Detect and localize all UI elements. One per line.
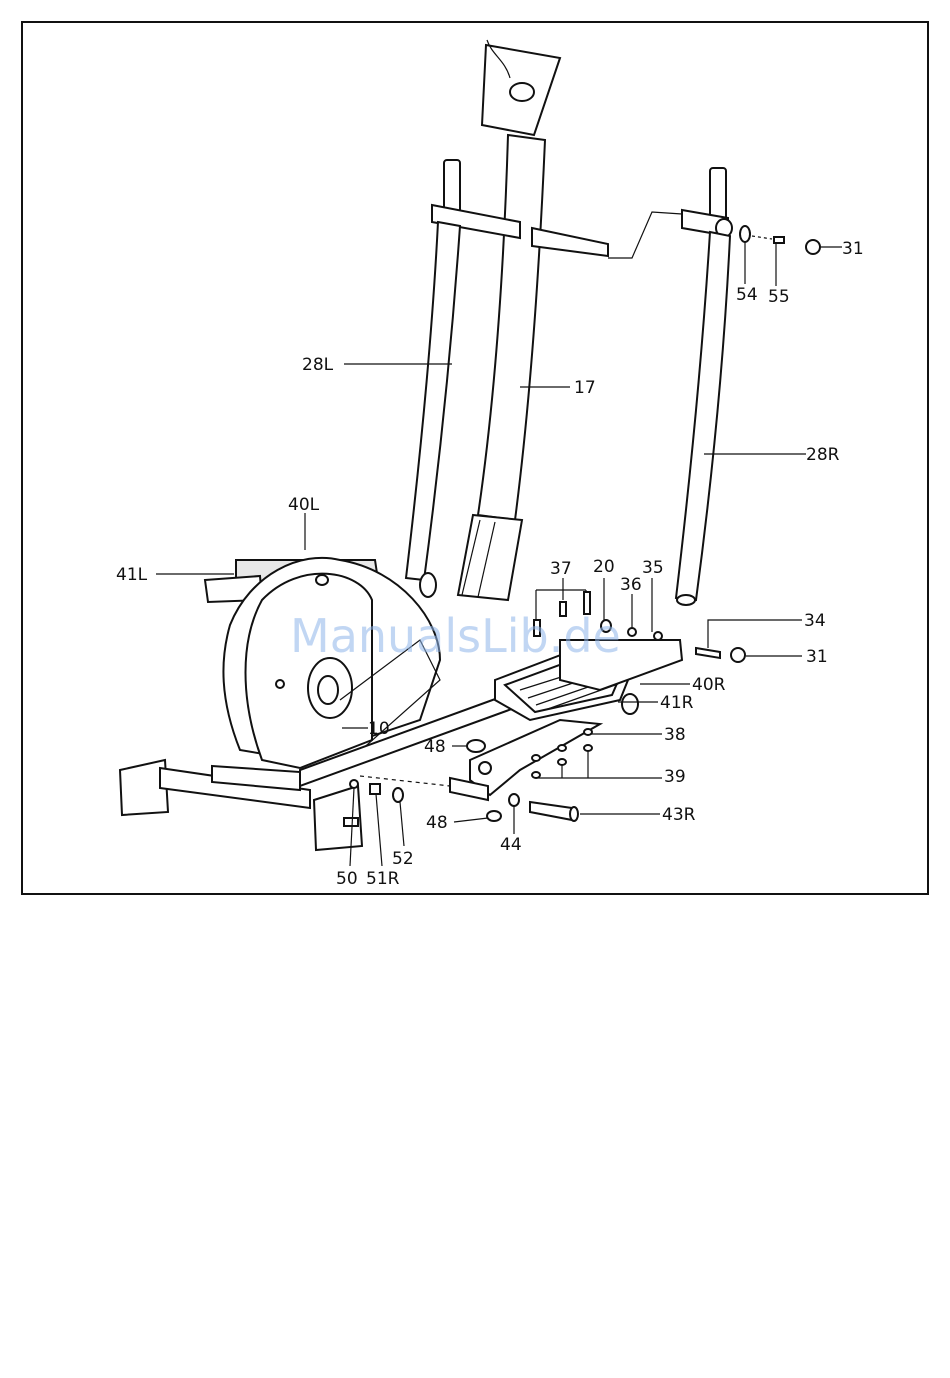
- label-51R: 51R: [366, 869, 400, 889]
- label-28L: 28L: [302, 355, 334, 375]
- main-mast-part-17: [458, 40, 560, 600]
- label-39: 39: [664, 767, 686, 787]
- right-pedal-assembly: [470, 640, 682, 795]
- label-10: 10: [368, 719, 390, 739]
- label-41R: 41R: [660, 693, 694, 713]
- label-28R: 28R: [806, 445, 840, 465]
- label-43R: 43R: [662, 805, 696, 825]
- label-41L: 41L: [116, 565, 148, 585]
- label-55: 55: [768, 287, 790, 307]
- label-38: 38: [664, 725, 686, 745]
- label-17: 17: [574, 378, 596, 398]
- label-48-upper: 48: [424, 737, 446, 757]
- label-37: 37: [550, 559, 572, 579]
- label-20: 20: [593, 557, 615, 577]
- label-40L: 40L: [288, 495, 320, 515]
- label-31-right: 31: [806, 647, 828, 667]
- upper-right-hardware: [740, 226, 820, 254]
- label-44: 44: [500, 835, 522, 855]
- label-48-lower: 48: [426, 813, 448, 833]
- label-54: 54: [736, 285, 758, 305]
- upper-axle-stub: [532, 212, 682, 258]
- label-35: 35: [642, 558, 664, 578]
- label-50: 50: [336, 869, 358, 889]
- label-31-top: 31: [842, 239, 864, 259]
- label-34: 34: [804, 611, 826, 631]
- label-52: 52: [392, 849, 414, 869]
- watermark: ManualsLib.de: [290, 609, 621, 663]
- label-40R: 40R: [692, 675, 726, 695]
- right-handlebar-part-28R: [676, 168, 732, 605]
- label-36: 36: [620, 575, 642, 595]
